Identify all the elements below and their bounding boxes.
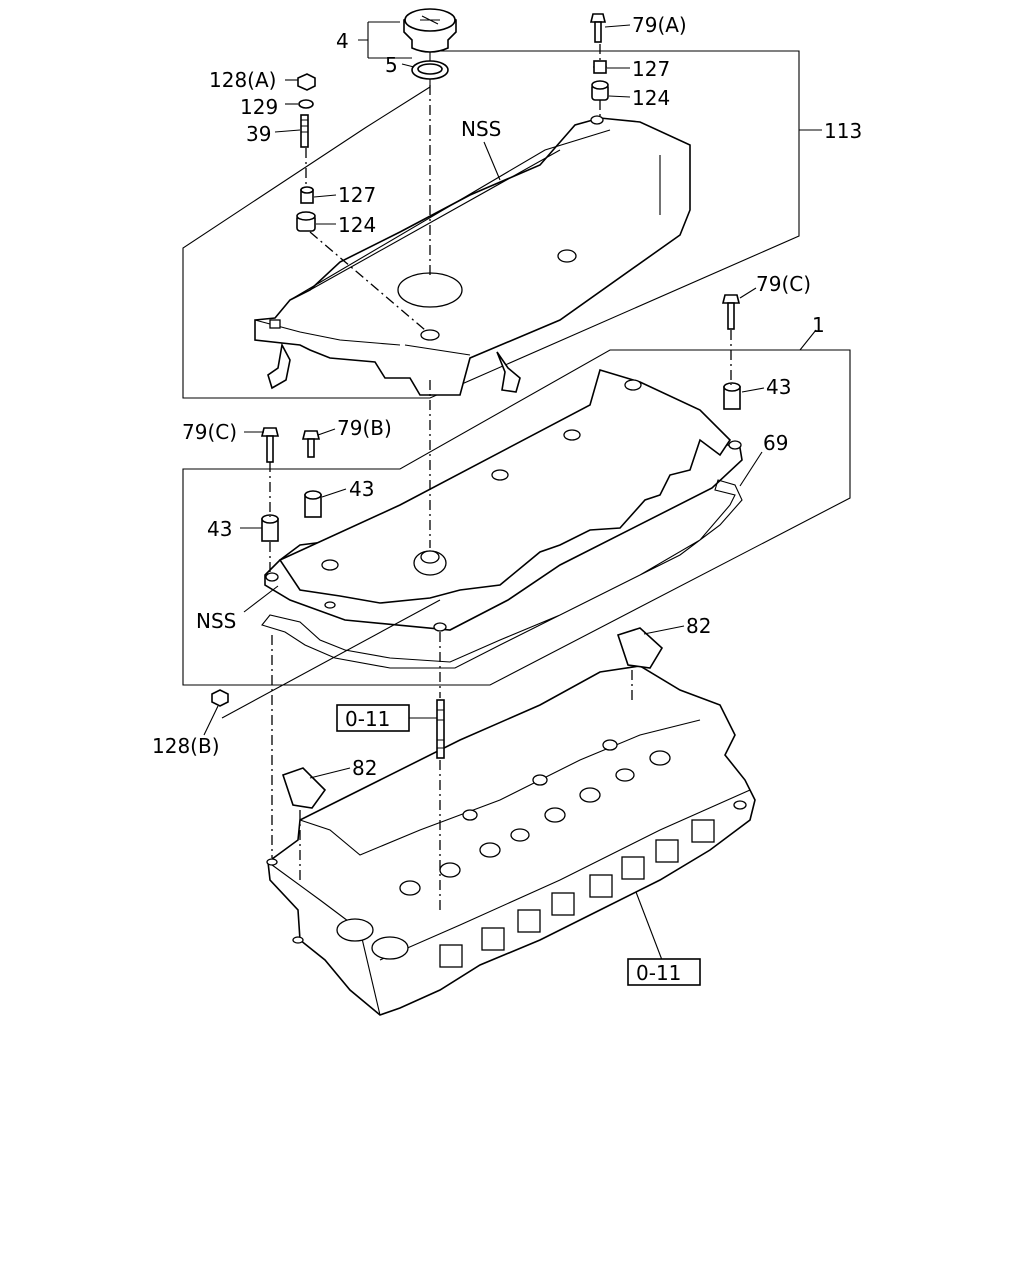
washer-43-mid: [304, 490, 322, 518]
cylinder-head-cover-1: [264, 369, 743, 632]
ref-box-0-11-bottom: [627, 958, 701, 986]
label-124-left: 124: [338, 213, 376, 237]
label-5: 5: [385, 53, 398, 77]
label-0-11-bottom: 0-11: [636, 961, 681, 985]
leader-nss-top: [483, 141, 501, 181]
label-129: 129: [240, 95, 278, 119]
label-79a: 79(A): [632, 13, 687, 37]
leader-43-mid: [321, 488, 347, 498]
label-1: 1: [812, 313, 825, 337]
label-69: 69: [763, 431, 788, 455]
leader-4: [358, 21, 412, 59]
gasket-69: [261, 479, 743, 669]
bolt-79a: [589, 13, 607, 43]
label-39: 39: [246, 122, 271, 146]
leader-5: [401, 63, 415, 68]
leader-39: [274, 129, 301, 133]
axis-124-to-cover: [309, 231, 426, 331]
label-79c-right: 79(C): [756, 272, 811, 296]
label-82-left: 82: [352, 756, 377, 780]
washer-43-right: [723, 382, 741, 410]
cylinder-head: [266, 665, 756, 1016]
stud-39: [300, 114, 309, 148]
washer-43-left: [261, 514, 279, 542]
leader-79a: [604, 24, 631, 28]
leader-82-left: [309, 767, 351, 779]
label-127-left: 127: [338, 183, 376, 207]
o-ring-5: [411, 60, 449, 80]
grommet-124-left: [296, 211, 316, 232]
label-113: 113: [824, 119, 862, 143]
leader-1: [799, 329, 817, 351]
leader-82-right: [643, 625, 685, 635]
leader-124-top: [608, 95, 631, 98]
bolt-79b: [301, 430, 321, 458]
label-43-left: 43: [207, 517, 232, 541]
group-box-1: [182, 349, 851, 686]
sleeve-127-left: [300, 186, 314, 204]
label-128b: 128(B): [152, 734, 220, 758]
ref-box-0-11-top: [336, 704, 410, 732]
label-43-right: 43: [766, 375, 791, 399]
label-79c-left: 79(C): [182, 420, 237, 444]
leader-nss-left: [243, 585, 279, 613]
bolt-79c-left: [260, 427, 280, 463]
leader-0-11-bottom: [635, 891, 663, 961]
label-nss-top: NSS: [461, 117, 501, 141]
leader-127-left: [313, 194, 337, 198]
grommet-124-top: [591, 80, 609, 101]
leader-43-right: [741, 387, 765, 393]
label-43-mid: 43: [349, 477, 374, 501]
leader-79c-right: [739, 287, 757, 299]
cam-plug-82-right: [616, 627, 664, 669]
group-box-113: [182, 50, 800, 399]
cam-plug-82-left: [281, 767, 327, 809]
nut-128b: [211, 689, 229, 707]
oil-filler-cap-4: [403, 8, 457, 53]
leader-79b: [317, 428, 336, 436]
label-127-top: 127: [632, 57, 670, 81]
label-82-right: 82: [686, 614, 711, 638]
leader-128b-box: [221, 599, 441, 719]
leader-69: [739, 451, 763, 487]
label-0-11-top: 0-11: [345, 707, 390, 731]
label-4: 4: [336, 29, 349, 53]
label-79b: 79(B): [337, 416, 392, 440]
label-124-top: 124: [632, 86, 670, 110]
sleeve-127-top: [593, 60, 607, 74]
leader-128b: [203, 705, 219, 736]
label-128a: 128(A): [209, 68, 276, 92]
nut-128a: [297, 73, 316, 91]
stud-0-11: [436, 699, 445, 759]
bolt-79c-right: [721, 294, 741, 330]
engine-cover-113: [254, 115, 691, 396]
washer-129: [298, 99, 314, 109]
label-nss-left: NSS: [196, 609, 236, 633]
